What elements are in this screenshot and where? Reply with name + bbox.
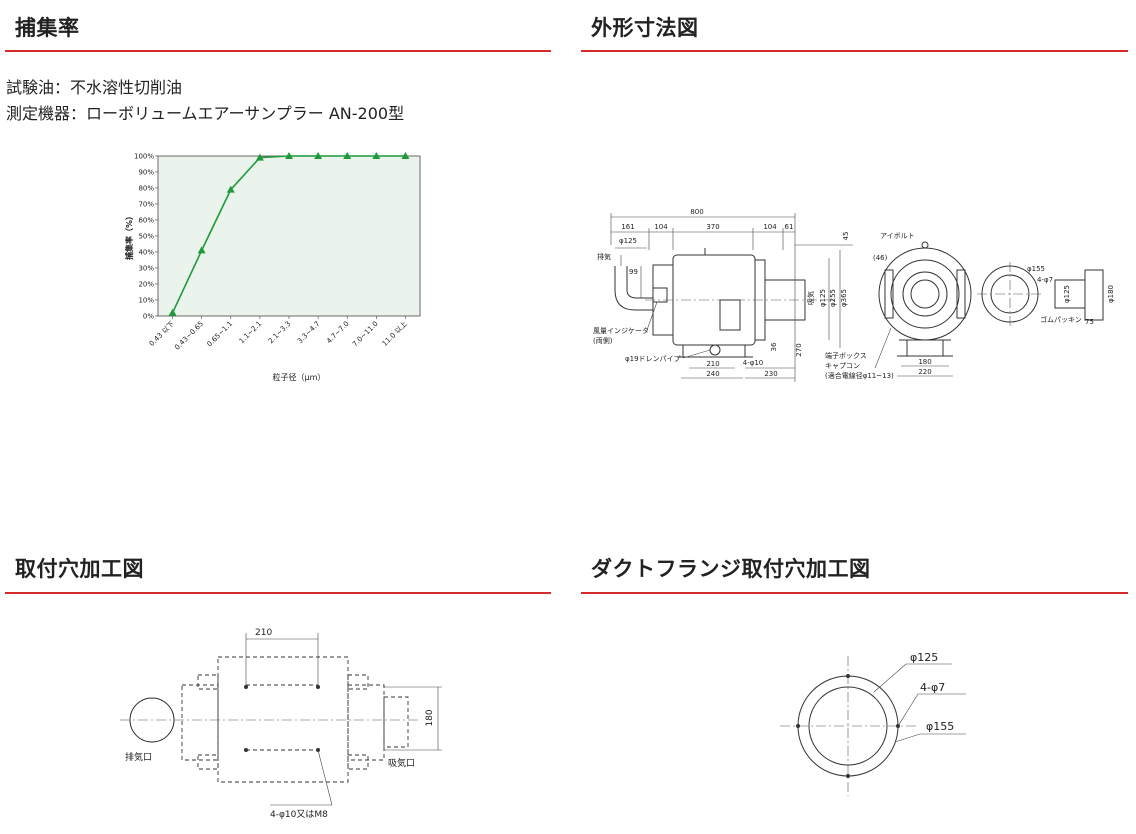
- y-tick-label: 20%: [138, 281, 154, 289]
- plot-area: [157, 155, 421, 317]
- dim-phi125-side: φ125: [819, 289, 827, 307]
- dim-61: 61: [785, 223, 794, 231]
- flange-rule: [581, 592, 1128, 594]
- efficiency-chart: 0% 10% 20% 30% 40% 50% 60% 70% 80% 90% 100% 0.43 以下…: [124, 152, 421, 382]
- data-point: [255, 153, 264, 161]
- intake-label: 吸気: [806, 291, 815, 305]
- dim-370: 370: [706, 223, 719, 231]
- dim-270: 270: [795, 343, 803, 356]
- dim-4phi10: 4-φ10: [743, 359, 764, 367]
- exhaust-port-label: 排気口: [125, 751, 152, 763]
- x-tick-label: 0.43 以下: [148, 320, 176, 348]
- y-tick-label: 100%: [134, 153, 154, 161]
- mounting-rule: [5, 592, 551, 594]
- dim-phi125b: φ125: [1063, 285, 1071, 303]
- mount-holes-label: 4-φ10又はM8: [270, 809, 328, 820]
- dim-800: 800: [690, 208, 703, 216]
- intake-port-label: 吸気口: [388, 757, 415, 769]
- test-oil-text: 試験油：不水溶性切削油: [6, 78, 183, 97]
- y-tick-label: 10%: [138, 297, 154, 305]
- dim-104b: 104: [763, 223, 777, 231]
- exhaust-label: 排気: [597, 252, 611, 261]
- x-tick-label: 4.7~7.0: [325, 320, 351, 346]
- flange-holes: 4-φ7: [920, 681, 945, 694]
- dimensions-title: 外形寸法図: [591, 16, 699, 40]
- x-tick-label: 7.0~11.0: [351, 320, 380, 349]
- x-tick-label: 2.1~3.3: [267, 320, 293, 346]
- flange-phi125: φ125: [910, 651, 938, 664]
- data-point: [372, 152, 381, 159]
- dim-phi255: φ255: [829, 289, 837, 307]
- dim-phi155: φ155: [1027, 265, 1045, 273]
- y-tick-label: 0%: [143, 313, 154, 321]
- data-point: [314, 152, 323, 159]
- y-axis-label: 捕集率（%）: [124, 212, 134, 260]
- drain-label: φ19ドレンパイプ: [625, 355, 681, 363]
- dim-phi125: φ125: [619, 237, 637, 245]
- instrument-text: 測定機器：ローボリュームエアーサンプラー AN-200型: [6, 104, 405, 123]
- dim-180: 180: [918, 358, 931, 366]
- dim-phi180: φ180: [1107, 285, 1115, 303]
- y-tick-label: 90%: [138, 169, 154, 177]
- y-tick-label: 60%: [138, 217, 154, 225]
- cap-con-label: キャプコン: [825, 362, 860, 370]
- dim-36: 36: [770, 342, 778, 351]
- dim-210: 210: [706, 360, 719, 368]
- dim-104a: 104: [654, 223, 668, 231]
- flange-title: ダクトフランジ取付穴加工図: [591, 557, 871, 581]
- data-point: [168, 308, 177, 316]
- data-point: [197, 246, 206, 254]
- both-sides-label: (両側): [593, 336, 613, 345]
- x-tick-label: 0.65~1.1: [205, 320, 234, 349]
- mount-dim-180: 180: [425, 709, 435, 726]
- data-point: [226, 185, 235, 193]
- y-tick-label: 30%: [138, 265, 154, 273]
- x-tick-label: 0.43~0.65: [173, 320, 205, 352]
- dimension-drawing: 800 161 104 370 104 61 45 排気 φ125 99 風量イ…: [593, 208, 1115, 382]
- x-tick-label: 11.0 以上: [380, 319, 409, 348]
- x-tick-label: 1.1~2.1: [238, 320, 264, 346]
- y-tick-label: 50%: [138, 233, 154, 241]
- x-tick-label: 3.3~4.7: [296, 320, 322, 346]
- dim-230: 230: [764, 370, 777, 378]
- dim-240: 240: [706, 370, 719, 378]
- y-tick-label: 70%: [138, 201, 154, 209]
- dimensions-rule: [581, 50, 1128, 52]
- indicator-label: 風量インジケータ: [593, 326, 649, 335]
- data-point: [401, 152, 410, 159]
- dim-161: 161: [621, 223, 634, 231]
- wire-range-label: (適合電線径φ11~13): [825, 371, 894, 380]
- dim-46: (46): [873, 254, 888, 262]
- mount-dim-210: 210: [255, 628, 272, 638]
- x-axis-label: 粒子径（μm）: [273, 372, 326, 382]
- flange-phi155: φ155: [926, 720, 954, 733]
- test-spec: 試験油：不水溶性切削油 測定機器：ローボリュームエアーサンプラー AN-200型: [6, 75, 404, 127]
- gasket-label: ゴムパッキン: [1040, 315, 1082, 324]
- data-point: [285, 152, 293, 159]
- flange-drawing: φ125 4-φ7 φ155: [780, 651, 966, 796]
- dim-45: 45: [842, 232, 850, 241]
- efficiency-title: 捕集率: [15, 16, 80, 40]
- mounting-title: 取付穴加工図: [15, 557, 144, 581]
- y-tick-label: 40%: [138, 249, 154, 257]
- efficiency-rule: [5, 50, 551, 52]
- y-tick-label: 80%: [138, 185, 154, 193]
- terminal-box-label: 端子ボックス: [825, 351, 867, 360]
- dim-75: 75: [1085, 318, 1094, 326]
- dim-99: 99: [629, 268, 638, 276]
- data-point: [343, 152, 352, 159]
- eyebolt-label: アイボルト: [880, 232, 915, 240]
- dim-220: 220: [918, 368, 931, 376]
- mounting-drawing: 210 180 排気口 吸気口 4-φ10又はM8: [120, 628, 442, 820]
- dim-4phi7: 4-φ7: [1037, 276, 1053, 284]
- dim-phi365: φ365: [840, 289, 848, 307]
